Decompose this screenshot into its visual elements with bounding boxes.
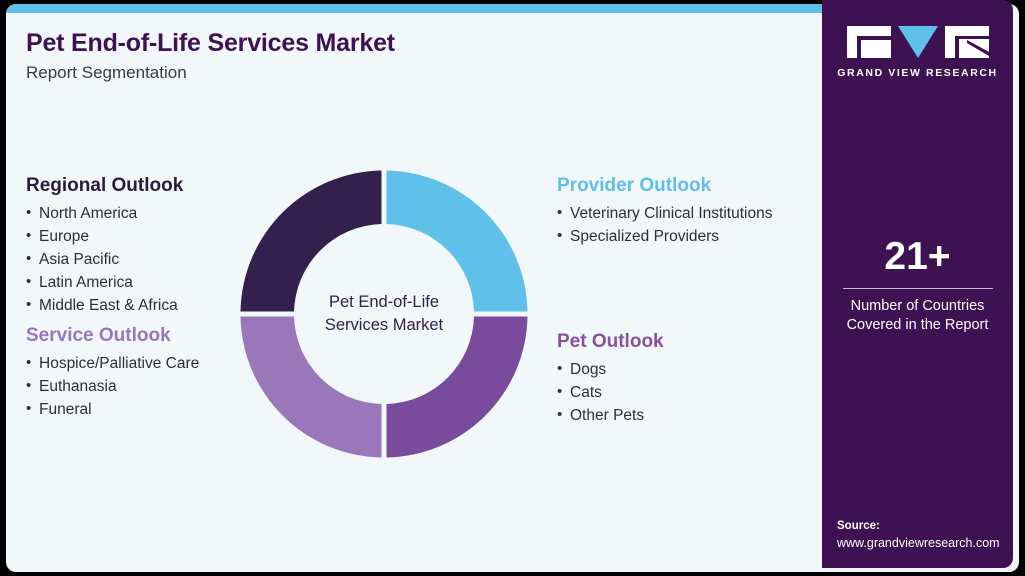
logo-marks — [846, 26, 989, 58]
stat-number: 21+ — [884, 235, 951, 278]
list-regional: North America Europe Asia Pacific Latin … — [26, 202, 266, 318]
donut-segment-pet — [386, 316, 528, 458]
source-label: Source: — [837, 519, 880, 532]
donut-chart: Pet End-of-Life Services Market — [238, 168, 530, 460]
stat-countries: 21+ Number of Countries Covered in the R… — [822, 237, 1013, 336]
list-item: Funeral — [26, 398, 266, 422]
list-item: Specialized Providers — [557, 225, 817, 249]
list-item: Other Pets — [557, 404, 817, 428]
logo-v-triangle-icon — [897, 26, 938, 58]
logo-r-icon — [944, 26, 989, 58]
block-title-service: Service Outlook — [26, 325, 171, 346]
gvr-logo: GRAND VIEW RESEARCH — [822, 26, 1013, 79]
list-item: Veterinary Clinical Institutions — [557, 202, 817, 226]
list-pet: Dogs Cats Other Pets — [557, 358, 817, 428]
list-item: Middle East & Africa — [26, 294, 266, 318]
list-provider: Veterinary Clinical Institutions Special… — [557, 202, 817, 249]
donut-segment-provider — [386, 170, 528, 312]
top-accent-bar — [6, 4, 830, 13]
page-title: Pet End-of-Life Services Market — [26, 29, 395, 57]
logo-wordmark: GRAND VIEW RESEARCH — [837, 67, 998, 79]
block-pet-outlook: Pet Outlook Dogs Cats Other Pets — [557, 330, 817, 428]
stat-label-line-2: Covered in the Report — [846, 317, 989, 334]
list-item: North America — [26, 202, 266, 226]
source-block: Source: www.grandviewresearch.com — [837, 518, 1013, 552]
brand-panel: GRAND VIEW RESEARCH 21+ Number of Countr… — [822, 0, 1013, 568]
list-item: Hospice/Palliative Care — [26, 352, 266, 376]
list-item: Euthanasia — [26, 375, 266, 399]
list-item: Asia Pacific — [26, 248, 266, 272]
donut-svg — [240, 170, 528, 458]
header: Pet End-of-Life Services Market Report S… — [26, 28, 395, 83]
donut-segment-regional — [240, 170, 382, 312]
page-subtitle: Report Segmentation — [26, 63, 187, 82]
donut-segment-service — [240, 316, 382, 458]
stat-label-line-1: Number of Countries — [850, 298, 985, 314]
block-title-regional: Regional Outlook — [26, 175, 184, 196]
list-item: Dogs — [557, 358, 817, 382]
block-title-provider: Provider Outlook — [557, 175, 712, 196]
list-service: Hospice/Palliative Care Euthanasia Funer… — [26, 352, 266, 422]
source-url[interactable]: www.grandviewresearch.com — [837, 536, 1000, 551]
list-item: Latin America — [26, 271, 266, 295]
block-regional-outlook: Regional Outlook North America Europe As… — [26, 174, 266, 317]
logo-g-icon — [846, 26, 891, 58]
stat-label: Number of Countries Covered in the Repor… — [822, 297, 1013, 336]
list-item: Europe — [26, 225, 266, 249]
block-provider-outlook: Provider Outlook Veterinary Clinical Ins… — [557, 174, 817, 249]
block-title-pet: Pet Outlook — [557, 331, 664, 352]
block-service-outlook: Service Outlook Hospice/Palliative Care … — [26, 324, 266, 422]
stat-divider — [842, 288, 993, 289]
list-item: Cats — [557, 381, 817, 405]
